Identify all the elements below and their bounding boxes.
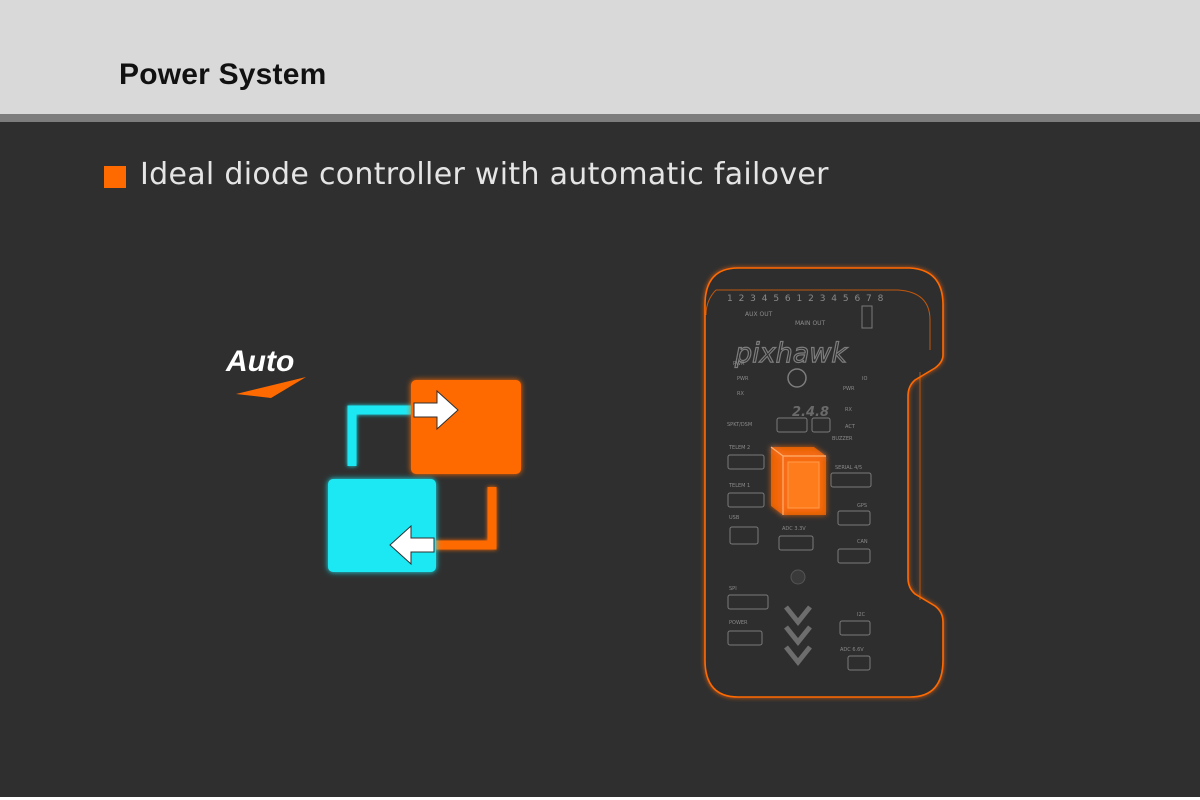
right-label-serial: SERIAL 4/5 [835,465,862,471]
primary-power-box [411,380,521,474]
backup-power-box [328,479,436,572]
chip-edges [770,446,826,515]
connector-adc33 [778,535,814,551]
connector-can [837,548,871,564]
connector-telem1 [727,492,765,508]
bullet-point: Ideal diode controller with automatic fa… [104,157,829,192]
right-label-gps: GPS [857,503,867,509]
connector-spi [727,594,769,610]
direction-chevrons-icon [784,605,812,667]
connector-gps [837,510,871,526]
owl-logo-icon [787,368,807,388]
left-label-telem2: TELEM 2 [728,445,750,451]
chip-face [787,461,820,509]
aux-out-label: AUX OUT [745,311,773,318]
auto-logo: Auto [225,345,306,398]
slide-body [0,122,1200,797]
right-label-can: CAN [857,539,868,545]
arrow-left-icon [389,524,435,566]
right-label-adc66: ADC 6.6V [840,647,864,653]
center-label-adc33: ADC 3.3V [782,526,806,532]
auto-swoosh-icon [236,377,306,398]
bullet-square-icon [104,165,126,188]
right-label-buzzer: BUZZER [832,436,853,442]
auto-label: Auto [225,345,294,378]
main-out-label: MAIN OUT [795,320,826,327]
right-label-rx: RX [845,407,852,413]
bottom-strip [0,797,1200,800]
cyan-connector [347,405,423,466]
connector-adc66 [847,655,871,671]
page-title: Power System [119,58,327,91]
left-label-usb: USB [729,515,740,521]
top-pin-numbers: 1 2 3 4 5 6 1 2 3 4 5 6 7 8 [727,294,885,304]
board-top-edge [705,289,931,350]
connector-usb [729,526,759,545]
left-label-spkt: SPKT/DSM [727,422,752,428]
bullet-text: Ideal diode controller with automatic fa… [140,157,829,192]
left-label-power: POWER [729,620,748,626]
left-label-spi: SPI [729,586,737,592]
connector-buzzer [811,417,831,433]
connector-serial [830,472,872,488]
connector-power [727,630,763,646]
right-label-act: ACT [845,424,856,430]
connector-telem2 [727,454,765,470]
left-label-pwr-2: PWR [737,376,749,382]
left-label-rx: RX [737,391,744,397]
safety-button-icon [790,569,806,585]
connector-i2c [839,620,871,636]
right-label-io: IO [862,376,867,382]
right-label-pwr: PWR [843,386,855,392]
connector-spkt [776,417,808,433]
board-version: 2.4.8 [792,405,829,420]
ideal-diode-chip [770,446,826,515]
left-label-telem1: TELEM 1 [728,483,750,489]
orange-connector [423,487,497,550]
header-band [0,0,1200,122]
right-label-i2c: I2C [857,612,866,618]
arrow-right-icon [413,389,459,431]
brand-wordmark: pixhawk [734,338,848,369]
pin-header [861,305,873,329]
left-label-pwr: PWR [733,361,745,367]
board-details: 1 2 3 4 5 6 1 2 3 4 5 6 7 8 AUX OUT MAIN… [727,294,885,671]
